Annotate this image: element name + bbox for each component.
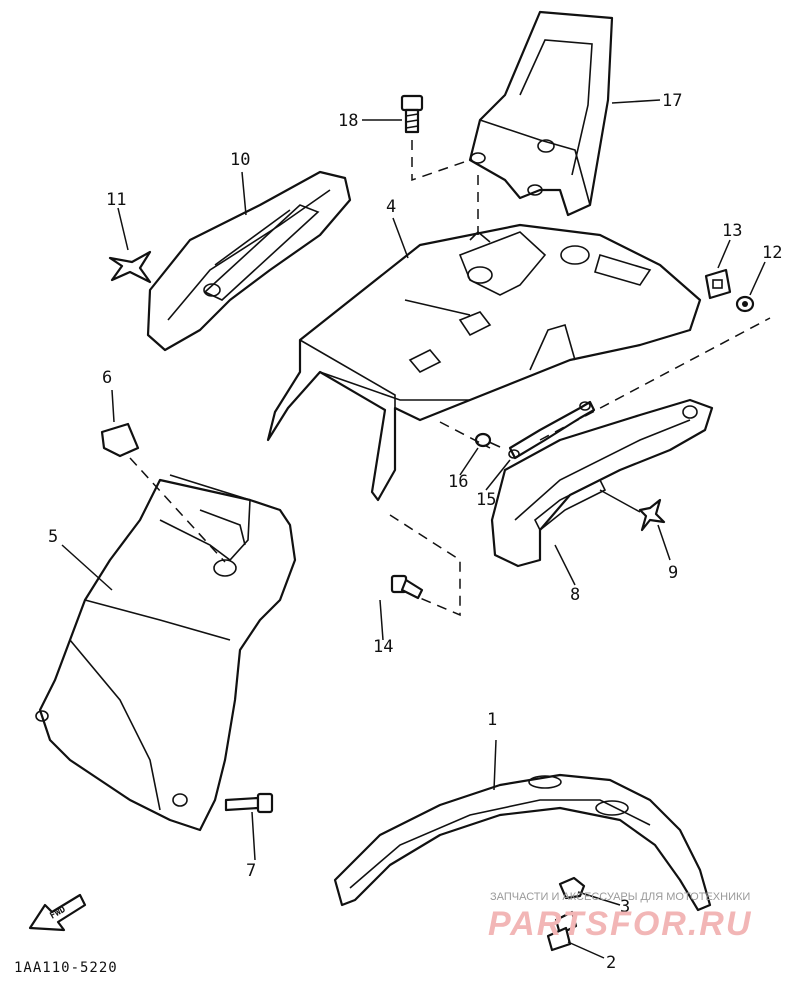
assembly-lines (129, 140, 771, 617)
callout-16: 16 (448, 472, 468, 492)
watermark-brand: PARTSFOR.RU (488, 905, 752, 943)
watermark: ЗАПЧАСТИ И АКСЕССУАРЫ ДЛЯ МОТОТЕХНИКИ PA… (488, 891, 752, 943)
part-4-rear-fender (266, 223, 702, 502)
part-3-nut (558, 876, 586, 900)
callout-5: 5 (48, 527, 58, 547)
part-11-clip (108, 250, 152, 284)
part-9-emblem (638, 498, 666, 532)
callout-9: 9 (668, 563, 678, 583)
fwd-arrow: FWD (28, 893, 87, 932)
watermark-caption: ЗАПЧАСТИ И АКСЕССУАРЫ ДЛЯ МОТОТЕХНИКИ (490, 891, 750, 903)
part-5-inner-fender (35, 474, 297, 832)
callout-15: 15 (476, 490, 496, 510)
part-10-side-cover-left (146, 170, 352, 352)
callout-18: 18 (338, 111, 358, 131)
leader-lines (61, 99, 766, 959)
part-13-grommet (704, 268, 732, 300)
part-18-bolt (400, 94, 424, 134)
callout-10: 10 (230, 150, 250, 170)
callout-1: 1 (487, 710, 497, 730)
part-6-damper (100, 422, 140, 458)
callout-7: 7 (246, 861, 256, 881)
callout-12: 12 (762, 243, 782, 263)
part-7-bolt (224, 792, 274, 814)
part-1-front-fender (333, 773, 712, 912)
callout-17: 17 (662, 91, 682, 111)
part-15-stay (508, 400, 596, 460)
part-8-side-cover-right (490, 398, 714, 568)
callout-6: 6 (102, 368, 112, 388)
diagram-code: 1AA110-5220 (14, 960, 118, 976)
part-2-bolt (546, 910, 578, 952)
part-14-bolt (390, 574, 424, 600)
callout-14: 14 (373, 637, 393, 657)
part-16-screw (474, 432, 501, 448)
callout-2: 2 (606, 953, 616, 973)
callout-11: 11 (106, 190, 126, 210)
callout-4: 4 (386, 197, 396, 217)
callout-3: 3 (620, 897, 630, 917)
callout-8: 8 (570, 585, 580, 605)
callout-13: 13 (722, 221, 742, 241)
part-12-washer (735, 295, 755, 313)
part-17-grab-handle (468, 10, 614, 217)
